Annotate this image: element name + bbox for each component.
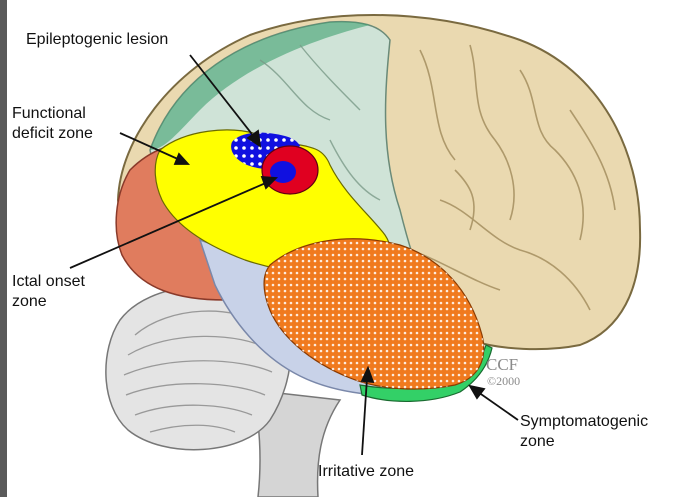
- epileptogenic-lesion-label: Epileptogenic lesion: [26, 30, 168, 50]
- ccf-watermark-year: ©2000: [487, 374, 520, 389]
- functional-deficit-zone-text-line2: deficit zone: [12, 124, 93, 144]
- functional-deficit-zone-label: Functional deficit zone: [12, 104, 93, 144]
- ccf-watermark: CCF: [486, 355, 518, 375]
- functional-deficit-zone-text-line1: Functional: [12, 104, 93, 124]
- symptomatogenic-zone-text-line2: zone: [520, 432, 648, 452]
- symptomatogenic-zone-label: Symptomatogenic zone: [520, 412, 648, 452]
- symptomatogenic-zone-text-line1: Symptomatogenic: [520, 412, 648, 432]
- irritative-zone-text: Irritative zone: [318, 462, 414, 482]
- epileptogenic-lesion-text: Epileptogenic lesion: [26, 30, 168, 50]
- watermark-brand: CCF: [486, 355, 518, 374]
- watermark-year: ©2000: [487, 374, 520, 388]
- ictal-onset-zone-text-line1: Ictal onset: [12, 272, 85, 292]
- ictal-onset-zone-text-line2: zone: [12, 292, 85, 312]
- irritative-zone-label: Irritative zone: [318, 462, 414, 482]
- ictal-onset-zone-label: Ictal onset zone: [12, 272, 85, 312]
